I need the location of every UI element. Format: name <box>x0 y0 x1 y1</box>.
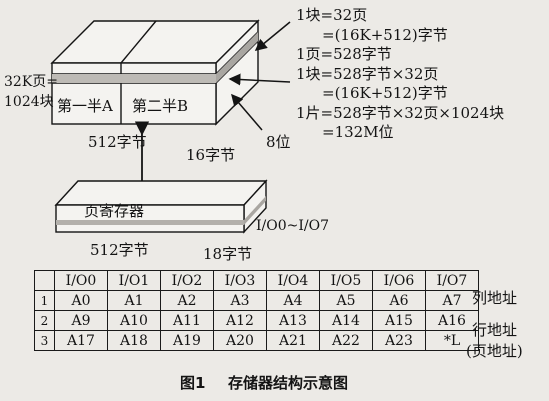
address-bit-cell: *L <box>425 330 479 351</box>
io-column-header: I/O2 <box>160 270 214 291</box>
io-column-header: I/O4 <box>266 270 320 291</box>
half-b-label: 第二半B <box>132 97 188 115</box>
address-bit-cell: A19 <box>160 330 214 351</box>
io-range-label: I/O0~I/O7 <box>256 218 329 234</box>
bit-pointer-arrow <box>231 93 263 131</box>
address-bit-cell: A17 <box>54 330 108 351</box>
io-column-header: I/O5 <box>319 270 373 291</box>
figure-title: 存储器结构示意图 <box>228 374 348 392</box>
block-width-label: 512字节 <box>88 133 147 151</box>
address-bit-cell: A12 <box>213 310 267 331</box>
note-line: 1片=528字节×32页×1024块 <box>296 103 505 122</box>
note-line: 1块=32页 <box>296 6 368 24</box>
io-column-header: I/O7 <box>425 270 479 291</box>
row-address-label: 行地址 <box>472 321 518 339</box>
block-pointer-arrow <box>254 21 291 51</box>
address-bit-cell: A2 <box>160 290 214 311</box>
address-bit-cell: A15 <box>372 310 426 331</box>
address-bit-cell: A3 <box>213 290 267 311</box>
address-bit-cell: A11 <box>160 310 214 331</box>
address-bit-cell: A4 <box>266 290 320 311</box>
spare-width-label: 16字节 <box>186 146 235 164</box>
page-address-label: (页地址) <box>466 342 523 360</box>
io-column-header: I/O0 <box>54 270 108 291</box>
address-bit-cell: A10 <box>107 310 161 331</box>
address-bit-cell: A20 <box>213 330 267 351</box>
io-column-header: I/O3 <box>213 270 267 291</box>
note-line: =(16K+512)字节 <box>322 84 448 102</box>
note-line: 1页=528字节 <box>296 45 392 63</box>
bit-width-label: 8位 <box>266 133 291 151</box>
spare-area-side-stripe <box>216 32 258 83</box>
half-a-label: 第一半A <box>57 97 113 115</box>
address-bit-cell: A14 <box>319 310 373 331</box>
note-line: =132M位 <box>322 123 394 141</box>
register-front-face <box>55 204 245 233</box>
io-column-header: I/O6 <box>372 270 426 291</box>
register-stripe <box>56 220 244 225</box>
spare-area-stripe <box>52 74 216 83</box>
address-bit-cell: A0 <box>54 290 108 311</box>
pages-label: 32K页= <box>4 74 58 90</box>
page-pointer-arrow <box>228 73 291 86</box>
row-index-cell: 2 <box>34 310 55 331</box>
blocks-label: 1024块 <box>4 94 54 110</box>
row-index-cell: 1 <box>34 290 55 311</box>
note-line: =(16K+512)字节 <box>322 25 448 44</box>
page-register-block <box>54 179 268 234</box>
register-spare-label: 18字节 <box>203 245 252 263</box>
block-front-face <box>51 62 217 125</box>
address-bit-cell: A5 <box>319 290 373 311</box>
address-bit-cell: A9 <box>54 310 108 331</box>
address-bit-cell: A23 <box>372 330 426 351</box>
note-line: 1块=528字节×32页 <box>296 64 439 83</box>
address-bit-cell: A18 <box>107 330 161 351</box>
address-bit-cell: A7 <box>425 290 479 311</box>
address-bit-cell: A21 <box>266 330 320 351</box>
table-corner-cell <box>34 270 55 291</box>
column-address-label: 列地址 <box>472 289 518 307</box>
block-divider-top <box>120 20 157 64</box>
row-index-cell: 3 <box>34 330 55 351</box>
register-width-label: 512字节 <box>90 241 149 259</box>
figure-number: 图1 <box>180 374 205 392</box>
address-bit-cell: A22 <box>319 330 373 351</box>
address-bit-cell: A1 <box>107 290 161 311</box>
address-bit-cell: A13 <box>266 310 320 331</box>
io-column-header: I/O1 <box>107 270 161 291</box>
address-bit-cell: A6 <box>372 290 426 311</box>
register-side-stripe <box>244 196 266 225</box>
page-register-label: 页寄存器 <box>84 202 144 220</box>
address-bit-cell: A16 <box>425 310 479 331</box>
